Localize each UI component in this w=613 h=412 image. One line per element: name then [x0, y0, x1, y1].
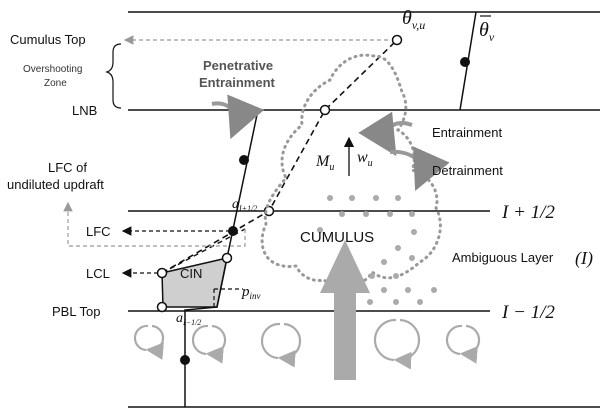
cumulus-label: CUMULUS [300, 229, 374, 246]
lnb-filled-dot [239, 155, 249, 165]
layer-index-label: (I) [575, 248, 593, 269]
lnb-label: LNB [72, 103, 97, 118]
a-top-filled-dot [228, 226, 238, 236]
updraft-profile [161, 39, 398, 274]
lcl-label: LCL [86, 266, 110, 281]
penetrative-entrainment-arrow [211, 94, 265, 140]
lfc-undiluted-label-2: undiluted updraft [7, 177, 104, 192]
a-top-label: aI+1/2 [232, 197, 257, 213]
cin-label: CIN [180, 266, 202, 281]
pbl-eddies [133, 318, 481, 370]
lfc-undiluted-label-1: LFC of [48, 160, 87, 175]
updraft-arrow [320, 240, 370, 380]
overshooting-label-2: Zone [44, 78, 67, 89]
condensate-dots [317, 195, 437, 305]
interface-upper-label: I + 1/2 [501, 202, 555, 223]
a-bot-label: aI−1/2 [176, 311, 201, 327]
lfc-open-dot [221, 252, 233, 264]
pbl-top-label: PBL Top [52, 304, 100, 319]
interface-lower-label: I − 1/2 [501, 302, 555, 323]
environment-profile [184, 109, 259, 407]
entrainment-label: Entrainment [432, 125, 502, 140]
cumulus-cloud-outline [260, 53, 442, 288]
lfc-label: LFC [86, 224, 111, 239]
entrainment-arrow [358, 111, 413, 157]
theta-v-bar-label: θv [479, 15, 495, 44]
theta-vu-open-dot [391, 34, 403, 46]
penetrative-label-2: Entrainment [199, 75, 276, 90]
lcl-open-dot [156, 267, 168, 279]
surface-filled-dot [180, 355, 190, 365]
theta-v-bar-dot [460, 57, 470, 67]
mu-label: Mu [315, 153, 334, 173]
theta-vu-label: θv,u [402, 7, 425, 32]
pbl-top-open-dot [156, 301, 168, 313]
lfc-projection [161, 228, 246, 274]
lfc-undiluted-arrow [63, 201, 246, 247]
svg-text:θv: θv [479, 19, 495, 44]
p-inv-label: pinv [241, 284, 261, 301]
wu-label: wu [357, 149, 373, 169]
lnb-open-dot [319, 104, 331, 116]
detrainment-arrow [389, 146, 450, 191]
overshooting-label-1: Overshooting [23, 64, 82, 75]
detrainment-label: Detrainment [432, 163, 503, 178]
penetrative-label-1: Penetrative [203, 58, 273, 73]
ambiguous-layer-label: Ambiguous Layer [452, 250, 554, 265]
cumulus-top-label: Cumulus Top [10, 32, 86, 47]
overshooting-brace [105, 43, 122, 109]
